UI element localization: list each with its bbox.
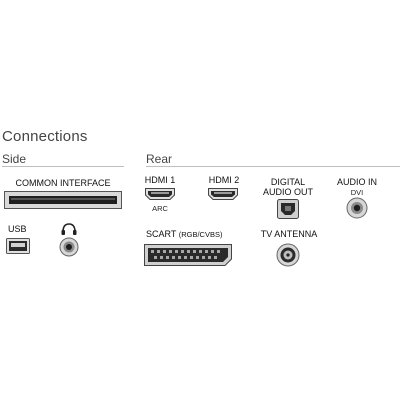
audio-jack-icon <box>346 197 368 219</box>
hdmi2-label: HDMI 2 <box>208 175 240 185</box>
digital-audio-out-label-line1: DIGITAL <box>270 177 306 187</box>
hdmi-port-icon <box>145 188 175 200</box>
digital-audio-out-label-line2: AUDIO OUT <box>262 187 313 197</box>
scart-sub-label: (RGB/CVBS) <box>178 230 223 239</box>
hdmi1-label: HDMI 1 <box>144 175 176 185</box>
rear-divider <box>146 166 400 167</box>
usb-label: USB <box>8 224 27 234</box>
hdmi1-arc-label: ARC <box>152 204 168 213</box>
usb-port-icon <box>6 238 30 254</box>
audio-in-dvi-label: DVI <box>350 188 364 197</box>
headphone-jack-icon <box>59 237 79 257</box>
scart-port-icon <box>144 244 232 266</box>
hdmi-port-icon <box>208 188 238 200</box>
tv-antenna-label: TV ANTENNA <box>260 229 318 239</box>
scart-main-label: SCART <box>146 229 177 239</box>
antenna-port-icon <box>276 243 300 267</box>
scart-pins <box>151 250 220 259</box>
scart-label: SCART (RGB/CVBS) <box>146 229 236 240</box>
page-title: Connections <box>2 128 88 145</box>
side-divider <box>2 166 124 167</box>
section-side-label: Side <box>2 152 27 166</box>
section-rear-label: Rear <box>146 152 173 166</box>
optical-port-icon <box>277 199 299 219</box>
headphone-icon <box>61 223 77 235</box>
audio-in-label: AUDIO IN <box>336 177 377 187</box>
common-interface-slot-icon <box>4 191 122 209</box>
common-interface-label: COMMON INTERFACE <box>15 178 111 188</box>
